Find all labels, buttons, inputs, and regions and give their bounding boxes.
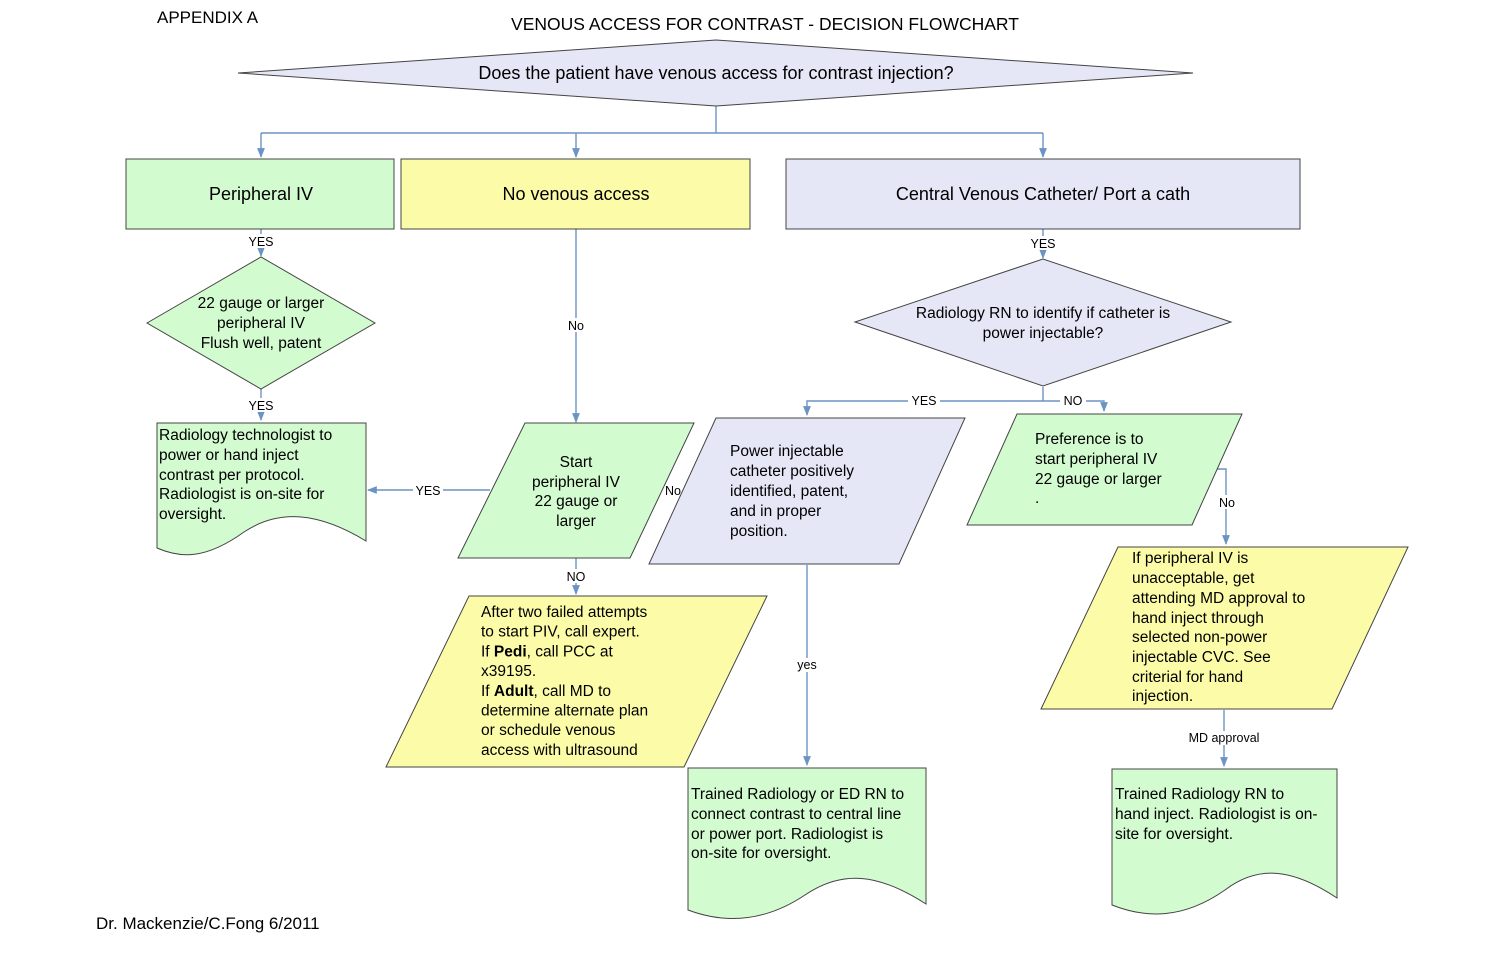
rn-identify-text: Radiology RN to identify if catheter is … (916, 305, 1170, 342)
label-piv-yes: YES (248, 235, 273, 249)
svg-text:contrast per protocol.: contrast per protocol. (159, 467, 305, 484)
start-decision (237, 39, 1194, 107)
tech-inject-text: Radiology technologist to power or hand … (159, 427, 332, 523)
failed-attempts-line: If Adult, call MD to (481, 683, 611, 700)
trained-rn-document (1111, 768, 1338, 915)
label-rn-yes: YES (911, 394, 936, 408)
failed-attempts-line: access with ultrasound (481, 742, 638, 759)
svg-text:Radiology RN to identify if ca: Radiology RN to identify if catheter is (916, 305, 1170, 322)
start-decision-text: Does the patient have venous access for … (478, 63, 953, 83)
svg-text:Radiology technologist to: Radiology technologist to (159, 427, 332, 444)
svg-text:22 gauge or larger: 22 gauge or larger (1035, 471, 1162, 488)
svg-text:22 gauge or larger: 22 gauge or larger (198, 295, 325, 312)
svg-text:Trained Radiology or ED RN to: Trained Radiology or ED RN to (691, 786, 904, 803)
svg-text:Flush well, patent: Flush well, patent (201, 335, 322, 352)
svg-text:oversight.: oversight. (159, 506, 226, 523)
svg-text:hand inject through: hand inject through (1132, 610, 1264, 627)
svg-text:Start: Start (560, 454, 593, 471)
svg-text:power or hand inject: power or hand inject (159, 447, 299, 464)
svg-text:larger: larger (556, 513, 596, 530)
flowchart-title: VENOUS ACCESS FOR CONTRAST - DECISION FL… (511, 14, 1019, 34)
trained-ed-rn-document (687, 767, 927, 920)
svg-text:on-site for oversight.: on-site for oversight. (691, 845, 831, 862)
preference-text: Preference is to start peripheral IV 22 … (1035, 431, 1162, 507)
svg-text:identified, patent,: identified, patent, (730, 483, 848, 500)
label-cvc-yes: YES (1030, 237, 1055, 251)
author-credit: Dr. Mackenzie/C.Fong 6/2011 (96, 914, 320, 933)
svg-text:Trained Radiology RN to: Trained Radiology RN to (1115, 786, 1284, 803)
gauge-check-decision (146, 256, 376, 390)
label-gauge-yes: YES (248, 399, 273, 413)
svg-text:Radiologist is on-site for: Radiologist is on-site for (159, 486, 324, 503)
svg-text:hand inject. Radiologist is on: hand inject. Radiologist is on- (1115, 806, 1317, 823)
trained-rn-text: Trained Radiology RN to hand inject. Rad… (1115, 786, 1317, 843)
svg-text:injectable CVC. See: injectable CVC. See (1132, 649, 1271, 666)
peripheral-iv-label: Peripheral IV (209, 184, 313, 204)
cvc-box (785, 158, 1301, 230)
failed-attempts-line: determine alternate plan (481, 703, 648, 720)
label-power-yes: yes (797, 658, 816, 672)
tech-inject-document (156, 422, 367, 556)
label-md-approval: MD approval (1189, 731, 1260, 745)
peripheral-iv-box (125, 158, 395, 230)
label-startpiv-no-side: No (665, 484, 681, 498)
power-identified-text: Power injectable catheter positively ide… (730, 443, 854, 540)
piv-unacceptable-text: If peripheral IV is unacceptable, get at… (1132, 550, 1305, 705)
svg-text:unacceptable, get: unacceptable, get (1132, 570, 1255, 587)
no-access-box (400, 158, 751, 230)
svg-text:site for oversight.: site for oversight. (1115, 826, 1233, 843)
svg-text:attending MD approval to: attending MD approval to (1132, 590, 1305, 607)
svg-text:or power port. Radiologist is: or power port. Radiologist is (691, 826, 883, 843)
label-startpiv-yes: YES (415, 484, 440, 498)
svg-text:injection.: injection. (1132, 688, 1193, 705)
svg-text:peripheral IV: peripheral IV (532, 474, 621, 491)
svg-text:criterial for hand: criterial for hand (1132, 669, 1243, 686)
failed-attempts-line: After two failed attempts (481, 604, 648, 621)
no-access-label: No venous access (502, 184, 649, 204)
gauge-check-text: 22 gauge or larger peripheral IV Flush w… (198, 295, 325, 352)
svg-text:connect contrast to central l: connect contrast to central line (691, 806, 901, 823)
label-preference-no: No (1219, 496, 1235, 510)
failed-attempts-line: x39195. (481, 663, 536, 680)
preference-box (966, 413, 1243, 526)
trained-ed-rn-text: Trained Radiology or ED RN to connect co… (691, 786, 904, 862)
failed-attempts-box (385, 595, 768, 768)
rn-identify-decision (853, 258, 1233, 387)
svg-text:catheter positively: catheter positively (730, 463, 854, 480)
label-noaccess-no: No (568, 319, 584, 333)
failed-attempts-line: If Pedi, call PCC at (481, 643, 613, 660)
svg-text:If peripheral IV is: If peripheral IV is (1132, 550, 1249, 567)
svg-text:and in proper: and in proper (730, 503, 821, 520)
label-rn-no: NO (1064, 394, 1083, 408)
svg-text:power injectable?: power injectable? (983, 325, 1104, 342)
start-piv-text: Start peripheral IV 22 gauge or larger (532, 454, 621, 530)
svg-text:22 gauge or: 22 gauge or (535, 493, 618, 510)
failed-attempts-text: After two failed attempts to start PIV, c… (481, 604, 648, 759)
svg-text:position.: position. (730, 523, 788, 540)
appendix-label: APPENDIX A (157, 8, 259, 27)
failed-attempts-line: or schedule venous (481, 722, 616, 739)
start-piv-box (457, 422, 695, 559)
edge-labels: YES YES No YES NO No YES YES NO yes No M… (246, 234, 1265, 745)
svg-text:Does the patient have venous a: Does the patient have venous access for … (478, 63, 953, 83)
cvc-label: Central Venous Catheter/ Port a cath (896, 184, 1190, 204)
svg-text:.: . (1035, 490, 1039, 507)
svg-text:peripheral IV: peripheral IV (217, 315, 306, 332)
svg-text:Preference is to: Preference is to (1035, 431, 1144, 448)
label-startpiv-no: NO (567, 570, 586, 584)
svg-text:selected non-power: selected non-power (1132, 629, 1267, 646)
svg-text:Power injectable: Power injectable (730, 443, 844, 460)
svg-text:start peripheral IV: start peripheral IV (1035, 451, 1158, 468)
piv-unacceptable-box (1040, 546, 1409, 710)
power-identified-box (648, 417, 966, 565)
connectors (257, 106, 1230, 767)
edge-rn-yes (803, 400, 1043, 416)
failed-attempts-line: to start PIV, call expert. (481, 624, 640, 641)
